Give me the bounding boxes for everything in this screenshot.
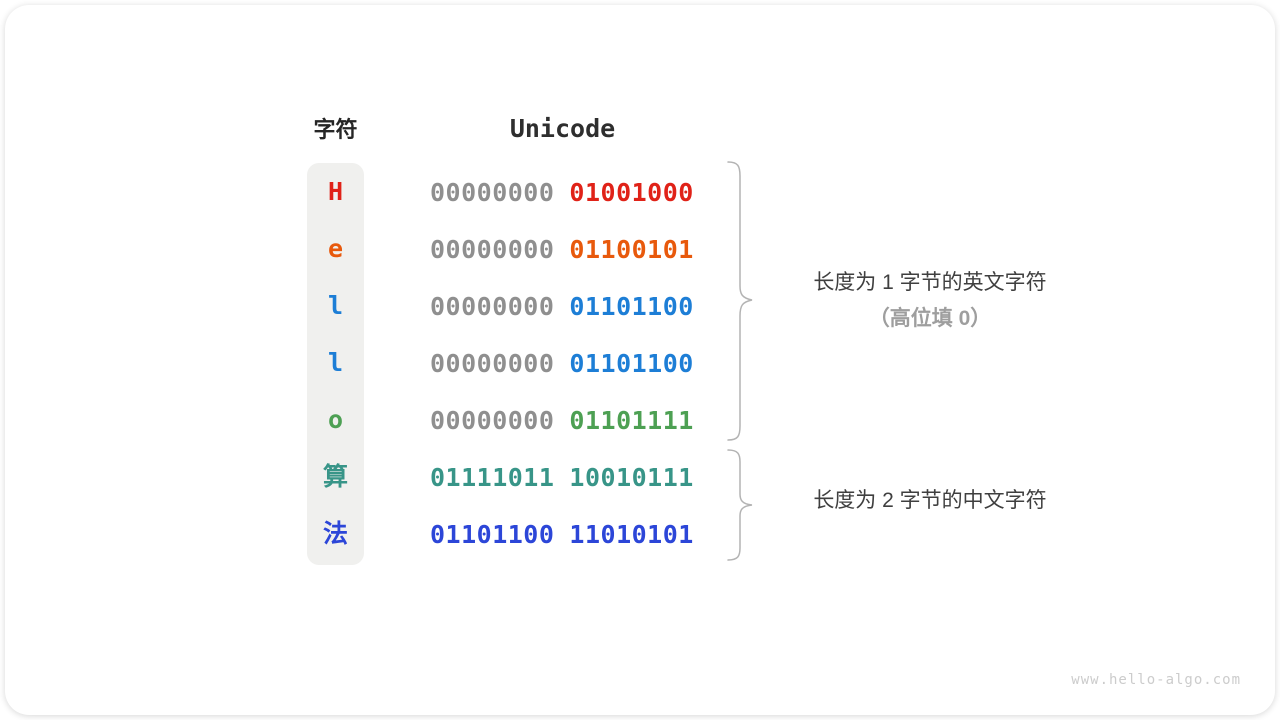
- byte-group: 00000000: [430, 234, 555, 264]
- char-cell: l: [327, 348, 344, 377]
- byte-group: 00000000: [430, 177, 555, 207]
- table-row: 法 01101100 11010101: [307, 517, 694, 551]
- byte-group: 00000000: [430, 291, 555, 321]
- table-row: l 00000000 01101100: [307, 346, 694, 380]
- char-column-background: [307, 163, 364, 565]
- annotation-chinese-line1: 长度为 2 字节的中文字符: [813, 489, 1047, 512]
- unicode-bits: 00000000 01101100: [430, 349, 694, 378]
- byte-group: 01101100: [569, 291, 694, 321]
- unicode-bits: 01101100 11010101: [430, 520, 694, 549]
- char-cell: H: [327, 177, 344, 206]
- card-background: [5, 5, 1275, 715]
- byte-group: 01001000: [569, 177, 694, 207]
- table-row: e 00000000 01100101: [307, 232, 694, 266]
- annotation-english-line2: （高位填 0）: [868, 307, 992, 330]
- char-cell: 算: [322, 462, 348, 491]
- byte-group: 01101100: [430, 519, 555, 549]
- byte-group: 01101111: [569, 405, 694, 435]
- annotation-english-line1: 长度为 1 字节的英文字符: [813, 271, 1047, 294]
- unicode-bits: 00000000 01001000: [430, 178, 694, 207]
- table-row: o 00000000 01101111: [307, 403, 694, 437]
- unicode-bits: 01111011 10010111: [430, 463, 694, 492]
- table-row: l 00000000 01101100: [307, 289, 694, 323]
- char-cell: e: [327, 234, 344, 263]
- unicode-bits: 00000000 01101100: [430, 292, 694, 321]
- unicode-bits: 00000000 01100101: [430, 235, 694, 264]
- brace-chinese-group: [727, 449, 753, 561]
- table-row: H 00000000 01001000: [307, 175, 694, 209]
- byte-group: 00000000: [430, 405, 555, 435]
- annotation-english: 长度为 1 字节的英文字符 （高位填 0）: [758, 268, 1102, 334]
- annotation-chinese: 长度为 2 字节的中文字符: [758, 486, 1102, 516]
- brace-english-group: [727, 161, 753, 441]
- byte-group: 11010101: [569, 519, 694, 549]
- column-header-char: 字符: [313, 117, 358, 142]
- char-cell: l: [327, 291, 344, 320]
- column-header-unicode: Unicode: [509, 114, 616, 143]
- byte-group: 01111011: [430, 462, 555, 492]
- table-row: 算 01111011 10010111: [307, 460, 694, 494]
- byte-group: 01100101: [569, 234, 694, 264]
- byte-group: 00000000: [430, 348, 555, 378]
- byte-group: 10010111: [569, 462, 694, 492]
- char-cell: o: [327, 405, 344, 434]
- watermark-url: www.hello-algo.com: [1071, 672, 1241, 688]
- byte-group: 01101100: [569, 348, 694, 378]
- char-cell: 法: [322, 519, 348, 548]
- unicode-bits: 00000000 01101111: [430, 406, 694, 435]
